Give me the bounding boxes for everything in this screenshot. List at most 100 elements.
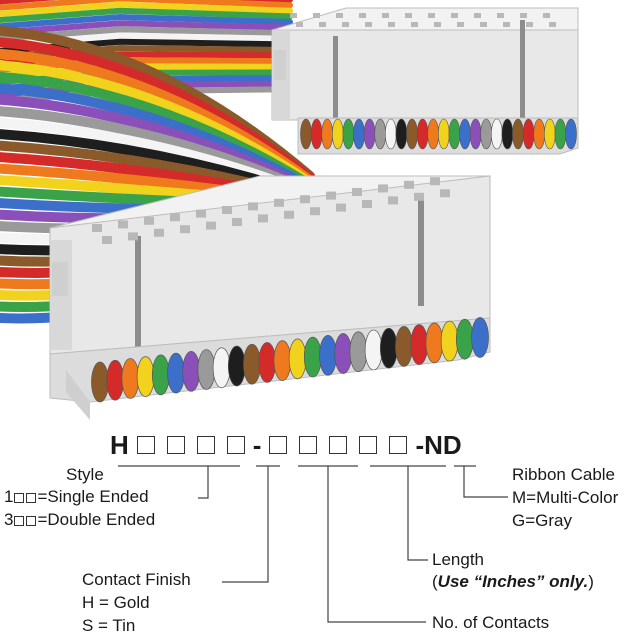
style-double-prefix: 3 — [4, 510, 14, 529]
wire-end — [565, 118, 577, 150]
contact-hole — [388, 196, 398, 205]
style-box — [14, 516, 25, 526]
contact-hole — [180, 225, 190, 234]
wire-end — [480, 118, 493, 150]
contacts-title: No. of Contacts — [432, 613, 550, 632]
style-single: 1=Single Ended — [4, 486, 149, 508]
wire-end — [363, 118, 376, 150]
contact-hole — [206, 221, 216, 230]
style-title: Style — [66, 465, 104, 484]
contact-hole — [362, 200, 372, 208]
wire-end — [384, 118, 397, 150]
ribbon-cable-title: Ribbon Cable — [512, 465, 616, 484]
ribbon-wire — [0, 7, 293, 24]
contact-hole — [474, 13, 481, 18]
contact-hole — [154, 228, 164, 237]
wire-end — [425, 322, 444, 364]
contact-hole — [310, 207, 320, 216]
contact-hole — [378, 184, 388, 193]
contact-finish-tin: S = Tin — [82, 616, 136, 635]
wire-end — [136, 356, 155, 398]
length-note-close: ) — [588, 572, 594, 591]
contact-hole — [300, 195, 310, 204]
part-separator: - — [252, 429, 262, 460]
wire-end — [395, 118, 408, 150]
contact-hole — [440, 189, 450, 198]
wire-end — [319, 334, 337, 376]
ribbon-wire — [0, 1, 293, 17]
wire-end — [459, 118, 471, 150]
finish-leader — [222, 466, 269, 583]
contact-hole — [497, 13, 504, 18]
wire-end — [310, 118, 323, 150]
wire-end — [522, 118, 535, 150]
contact-hole — [430, 177, 440, 186]
ribbon-cable-gray: G=Gray — [512, 511, 572, 530]
contact-hole — [428, 13, 435, 18]
contact-hole — [503, 22, 510, 27]
contact-hole — [388, 22, 395, 27]
contact-holes-rear — [290, 13, 556, 27]
contact-hole — [284, 210, 294, 219]
wire-end — [469, 118, 482, 150]
contact-hole — [526, 22, 533, 27]
part-prefix: H — [110, 429, 129, 460]
wire-end — [334, 333, 353, 374]
wire-end — [106, 359, 125, 401]
wire-end — [543, 118, 556, 150]
wire-end — [374, 118, 387, 150]
wire-end — [243, 343, 261, 385]
length-title: Length — [432, 550, 484, 569]
contacts-box — [299, 436, 318, 454]
contact-hole — [196, 209, 206, 218]
connector-rear — [271, 7, 579, 155]
wire-end — [273, 340, 292, 381]
contact-hole — [382, 13, 389, 18]
style-single-text: =Single Ended — [37, 487, 149, 506]
contact-hole — [457, 22, 464, 27]
part-suffix: -ND — [415, 429, 462, 460]
wire-end — [395, 326, 413, 367]
length-box — [329, 436, 348, 454]
contact-hole — [92, 224, 102, 232]
connector-front — [49, 175, 491, 420]
wire-end — [416, 118, 429, 150]
contact-hole — [414, 192, 424, 201]
wire-end — [197, 349, 216, 390]
wire-end — [227, 345, 246, 387]
wire-end — [121, 358, 140, 399]
wire-end — [364, 329, 383, 371]
wire-ends-front — [91, 317, 489, 403]
length-leader — [407, 466, 428, 561]
wire-end — [349, 331, 368, 373]
wire-end — [406, 118, 418, 150]
finish-box — [226, 436, 245, 454]
wire-end — [379, 327, 398, 369]
wire-end — [437, 118, 450, 150]
wire-ends-rear — [300, 118, 577, 150]
contact-hole — [404, 180, 414, 189]
wire-end — [151, 354, 170, 396]
part-number-template: H - -ND — [108, 428, 464, 462]
contact-hole — [118, 220, 128, 229]
ribbon-wire — [0, 0, 293, 11]
wire-end — [300, 118, 312, 150]
style-box — [26, 493, 37, 503]
style-double-text: =Double Ended — [37, 510, 156, 529]
ribbon-wire — [0, 13, 293, 30]
length-box — [359, 436, 378, 454]
cable-box — [389, 436, 408, 454]
contact-hole — [520, 13, 527, 18]
contact-hole — [405, 13, 412, 18]
wire-end — [448, 118, 461, 150]
wire-end — [353, 118, 365, 150]
contact-hole — [434, 22, 441, 27]
contact-hole — [336, 203, 346, 212]
length-note: (Use “Inches” only.) — [432, 571, 594, 593]
wire-end — [410, 324, 429, 365]
contact-hole — [296, 22, 303, 27]
wire-end — [321, 118, 334, 150]
wire-end — [440, 320, 459, 362]
